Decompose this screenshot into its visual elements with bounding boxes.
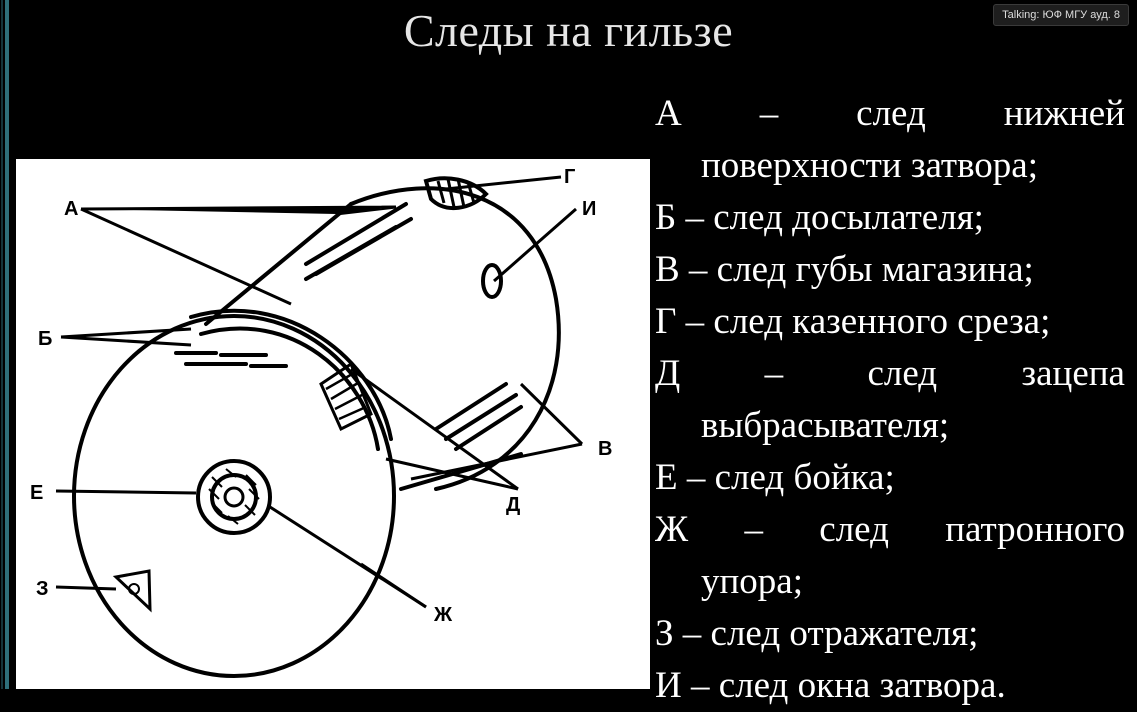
edge-stripe: [5, 0, 9, 689]
legend-list: А – след нижней поверхности затвора; Б –…: [655, 88, 1125, 712]
legend-item-d-continued: выбрасывателя;: [701, 405, 950, 446]
label-b: Б: [38, 328, 52, 350]
legend-item-zh: Ж – след патронного: [655, 509, 1125, 550]
legend-item-v: В – след губы магазина;: [655, 249, 1034, 290]
case-rim-arc: [189, 308, 393, 441]
label-z: З: [36, 578, 49, 600]
ejection-port-mark: [481, 263, 503, 299]
label-e: Е: [30, 482, 43, 504]
label-d: Д: [506, 494, 520, 516]
legend-item-d: Д – след зацепа: [655, 353, 1125, 394]
label-i: И: [582, 198, 596, 220]
legend-item-e: Е – след бойка;: [655, 457, 895, 498]
ejector-mark: [112, 569, 152, 613]
diagram-svg: А Б Г И В Д Е З Ж: [30, 166, 612, 678]
cartridge-case-diagram: А Б Г И В Д Е З Ж: [16, 159, 650, 689]
case-head-circle: [72, 314, 396, 678]
case-far-end-outline: [349, 186, 561, 491]
primer-outer-ring: [196, 459, 272, 535]
label-g: Г: [564, 166, 575, 188]
slide-title: Следы на гильзе: [403, 5, 734, 56]
label-v: В: [598, 438, 612, 460]
label-zh: Ж: [433, 604, 453, 626]
extractor-mark: [319, 361, 373, 432]
legend-item-i: И – след окна затвора.: [655, 665, 1006, 706]
leader-a: [80, 205, 397, 216]
legend-item-a-continued: поверхности затвора;: [701, 145, 1039, 186]
firing-pin-mark: [223, 486, 245, 508]
label-a: А: [64, 198, 78, 220]
legend-item-a: А – след нижней: [655, 93, 1125, 134]
chamber-edge-mark: [423, 176, 489, 211]
legend-item-g: Г – след казенного среза;: [655, 301, 1051, 342]
legend-item-b: Б – след досылателя;: [655, 197, 984, 238]
legend-item-z: З – след отражателя;: [655, 613, 979, 654]
edge-stripe-dark: [1, 0, 3, 689]
window-left-edge: [0, 0, 14, 689]
case-top-line: [204, 202, 353, 326]
case-rim-arc-inner: [199, 326, 380, 451]
legend-item-zh-continued: упора;: [701, 561, 804, 602]
primer-inner-ring: [210, 473, 258, 521]
talking-indicator: Talking: ЮФ МГУ ауд. 8: [993, 4, 1129, 26]
